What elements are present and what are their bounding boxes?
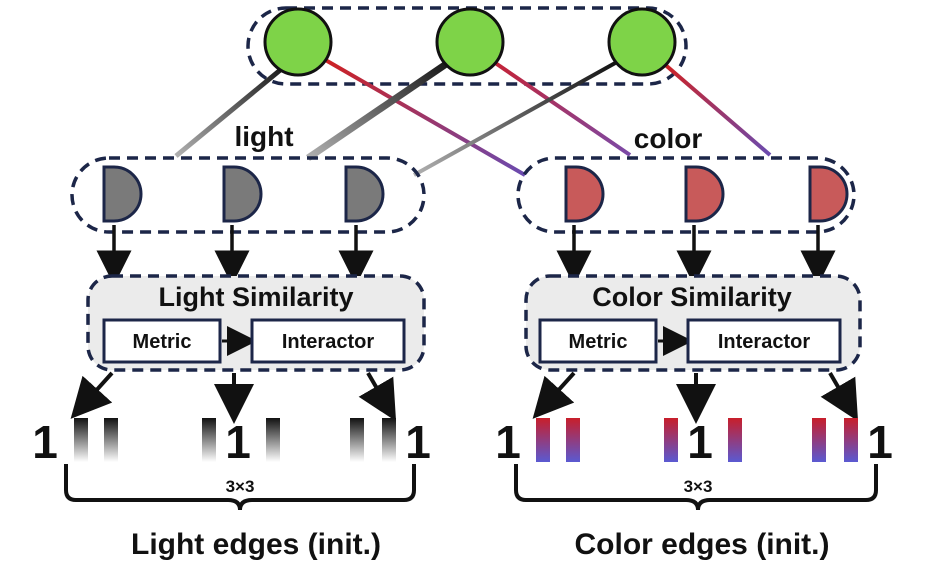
light-half-node-2	[222, 165, 263, 223]
color-interactor-box	[686, 318, 842, 364]
light-diag-3: 1	[405, 416, 431, 468]
color-bar-1-3	[566, 418, 580, 462]
color-label: color	[634, 123, 703, 154]
light-edge-matrix: 1 1 1	[32, 416, 431, 468]
edge-node2-light	[306, 55, 457, 161]
color-node-group	[516, 156, 856, 234]
color-metric-label: Metric	[569, 331, 628, 353]
light-edges-caption: Light edges (init.)	[131, 528, 381, 561]
light-bar-3-2	[382, 418, 396, 462]
color-diag-1: 1	[495, 416, 521, 468]
light-half-node-3	[344, 165, 385, 223]
light-bar-1-2	[74, 418, 88, 462]
light-matrix-size: 3×3	[226, 477, 255, 496]
edge-node2-color	[486, 56, 632, 157]
light-similarity-title: Light Similarity	[158, 282, 353, 312]
edge-node3-color	[660, 60, 772, 157]
connection-lines	[174, 55, 772, 177]
color-out-arrow-3	[820, 371, 859, 422]
color-half-nodes	[564, 165, 849, 223]
light-metric-box	[102, 318, 222, 364]
light-node-group	[70, 156, 426, 234]
color-bar-2-1	[664, 418, 678, 462]
light-label: light	[234, 121, 293, 152]
feature-node-3	[607, 7, 677, 77]
light-bar-2-3	[266, 418, 280, 462]
color-half-node-2	[684, 165, 725, 223]
light-interactor-box	[250, 318, 406, 364]
output-arrows	[70, 371, 859, 424]
top-nodes	[263, 7, 677, 77]
light-out-arrow-3	[358, 371, 397, 422]
color-matrix-brace	[514, 464, 878, 511]
light-diag-1: 1	[32, 416, 58, 468]
light-matrix-brace	[64, 464, 416, 511]
edge-node1-light	[174, 60, 292, 158]
color-bar-3-2	[844, 418, 858, 462]
color-out-arrow-1	[532, 371, 576, 419]
edge-node3-light	[413, 60, 618, 177]
light-interactor-label: Interactor	[282, 331, 374, 353]
color-bar-2-3	[728, 418, 742, 462]
feature-node-2	[435, 7, 505, 77]
color-half-node-1	[564, 165, 605, 223]
color-edge-matrix: 1 1 1	[495, 416, 893, 468]
feature-node-1	[263, 7, 333, 77]
light-similarity-module: Light Similarity Metric Interactor	[86, 274, 426, 372]
color-metric-box	[538, 318, 658, 364]
light-half-node-1	[102, 165, 143, 223]
color-bar-3-1	[812, 418, 826, 462]
color-similarity-title: Color Similarity	[592, 282, 792, 312]
color-half-node-3	[808, 165, 849, 223]
color-bar-1-2	[536, 418, 550, 462]
color-diag-2: 1	[687, 416, 713, 468]
color-diag-3: 1	[867, 416, 893, 468]
light-bar-1-3	[104, 418, 118, 462]
light-bar-3-1	[350, 418, 364, 462]
input-arrows	[96, 225, 836, 286]
light-half-nodes	[102, 165, 385, 223]
edge-node1-color	[321, 56, 526, 177]
light-diag-2: 1	[225, 416, 251, 468]
light-metric-label: Metric	[133, 331, 192, 353]
color-matrix-size: 3×3	[684, 477, 713, 496]
light-out-arrow-1	[70, 371, 114, 419]
light-bar-2-1	[202, 418, 216, 462]
color-edges-caption: Color edges (init.)	[575, 528, 830, 561]
color-interactor-label: Interactor	[718, 331, 810, 353]
color-similarity-module: Color Similarity Metric Interactor	[524, 274, 862, 372]
